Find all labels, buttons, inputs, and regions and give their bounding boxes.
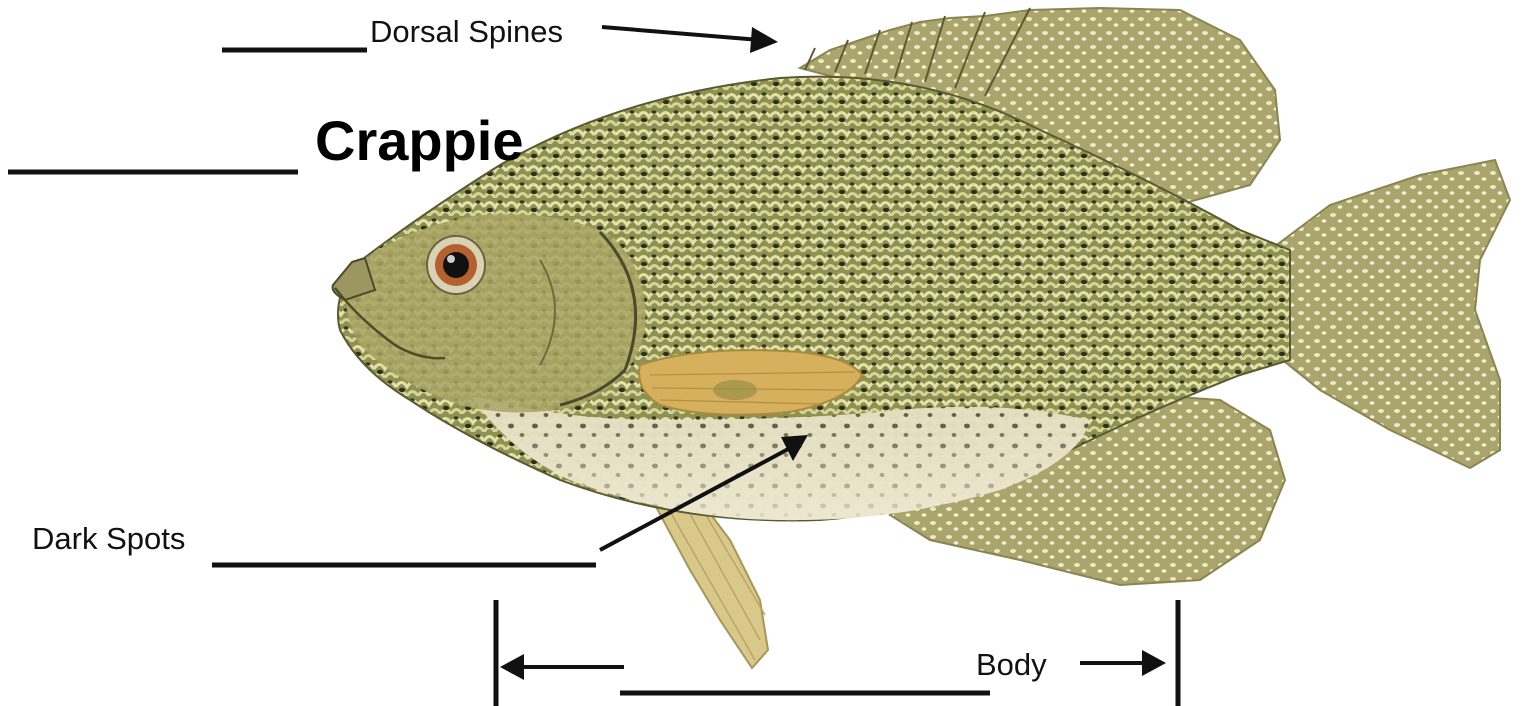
- body-annotation: Body: [496, 600, 1178, 706]
- dorsal-spines-annotation: Dorsal Spines: [222, 14, 778, 53]
- title-group: Crappie: [8, 109, 524, 172]
- fish-eye: [427, 236, 485, 294]
- dorsal-spines-label: Dorsal Spines: [370, 14, 563, 49]
- dorsal-spines-arrow: [602, 27, 760, 40]
- body-label: Body: [976, 647, 1047, 682]
- tail-fin: [1270, 160, 1510, 468]
- dark-spots-label: Dark Spots: [32, 521, 185, 556]
- body-left-arrowhead: [500, 654, 524, 680]
- dorsal-spines-arrowhead: [750, 27, 778, 53]
- title-text: Crappie: [315, 109, 524, 172]
- body-right-arrowhead: [1142, 650, 1166, 676]
- fish-illustration: [333, 8, 1511, 668]
